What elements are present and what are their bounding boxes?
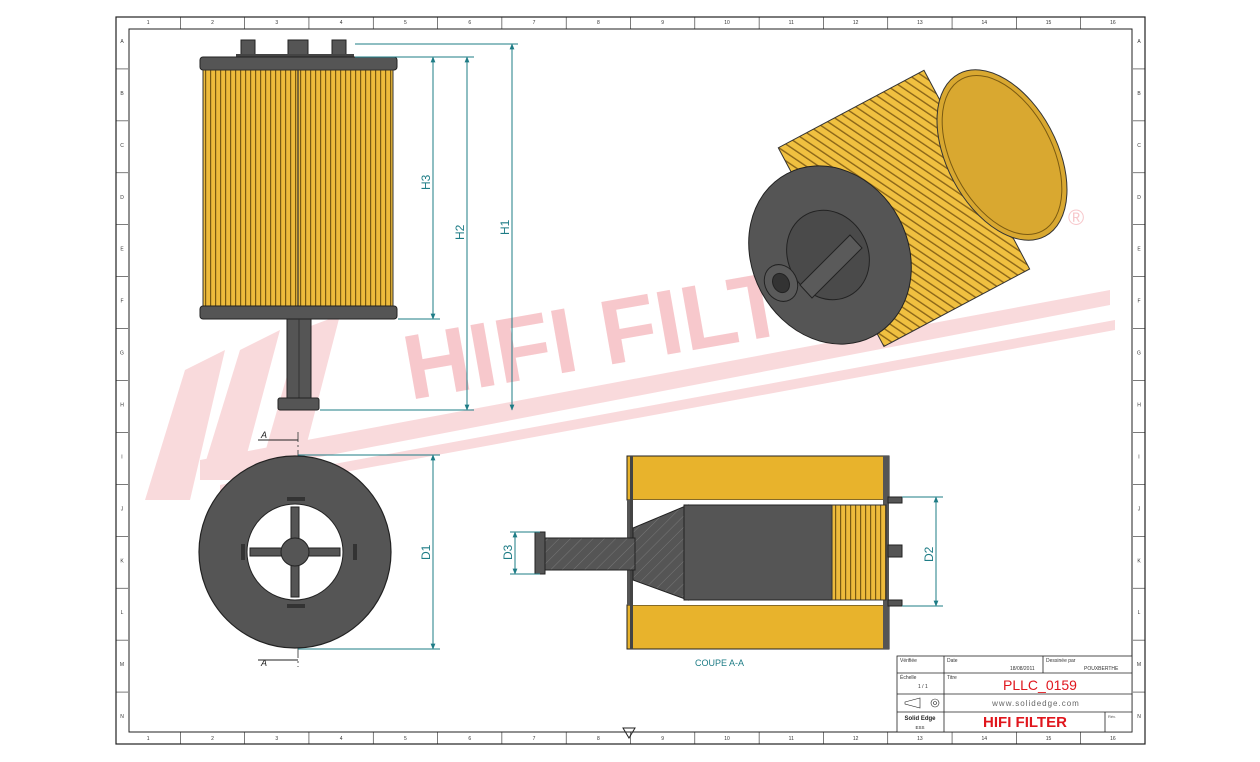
border-number-top: 6 xyxy=(468,20,471,26)
front-view xyxy=(199,39,398,411)
border-letter-right: M xyxy=(1137,662,1141,668)
border-letter-right: E xyxy=(1137,247,1141,253)
dim-d2-d3 xyxy=(510,496,943,607)
section-caption: COUPE A-A xyxy=(695,658,744,668)
tb-drawn-by-label: Dessinée par xyxy=(1046,658,1076,664)
border-letter-left: H xyxy=(120,402,124,408)
tb-revision-label: Rév. xyxy=(1108,714,1116,719)
border-letter-right: J xyxy=(1138,506,1141,512)
border-number-top: 13 xyxy=(917,20,923,26)
border-letter-left: N xyxy=(120,714,124,720)
border-letter-right: G xyxy=(1137,351,1141,357)
border-number-top: 2 xyxy=(211,20,214,26)
tb-software-sub: ESS xyxy=(915,725,924,730)
border-number-bottom: 9 xyxy=(661,736,664,742)
border-letter-left: C xyxy=(120,143,124,149)
border-zone-marks: 1122334455667788991010111112121313141415… xyxy=(116,17,1145,744)
border-number-top: 9 xyxy=(661,20,664,26)
border-number-top: 3 xyxy=(275,20,278,26)
section-marker-top: A xyxy=(260,430,267,440)
border-letter-left: J xyxy=(121,506,124,512)
border-number-bottom: 2 xyxy=(211,736,214,742)
section-view xyxy=(534,455,903,650)
dim-h1-label: H1 xyxy=(498,219,512,235)
border-letter-left: F xyxy=(120,299,123,305)
tb-website: www.solidedge.com xyxy=(991,699,1080,708)
front-view-dimensions xyxy=(320,43,518,411)
dim-d1-label: D1 xyxy=(419,544,433,560)
border-number-bottom: 4 xyxy=(340,736,343,742)
border-number-top: 7 xyxy=(533,20,536,26)
border-number-bottom: 8 xyxy=(597,736,600,742)
tb-company: HIFI FILTER xyxy=(983,714,1067,731)
tb-date-value: 18/08/2011 xyxy=(1010,666,1035,672)
border-letter-right: K xyxy=(1137,558,1141,564)
border-number-bottom: 12 xyxy=(853,736,859,742)
center-mark xyxy=(622,727,636,739)
tb-software: Solid Edge xyxy=(904,716,936,722)
border-number-top: 16 xyxy=(1110,20,1116,26)
border-number-top: 5 xyxy=(404,20,407,26)
border-number-bottom: 16 xyxy=(1110,736,1116,742)
border-number-bottom: 3 xyxy=(275,736,278,742)
border-number-top: 12 xyxy=(853,20,859,26)
dim-d3-label: D3 xyxy=(501,544,515,560)
border-number-top: 8 xyxy=(597,20,600,26)
border-letter-right: A xyxy=(1137,39,1141,45)
tb-title-label: Titre xyxy=(947,675,957,681)
border-number-top: 1 xyxy=(147,20,150,26)
border-letter-left: M xyxy=(120,662,124,668)
tb-scale-label: Échelle xyxy=(900,674,917,681)
border-number-bottom: 5 xyxy=(404,736,407,742)
tb-scale-value: 1 / 1 xyxy=(918,684,928,690)
border-letter-right: F xyxy=(1137,299,1140,305)
tb-author-value: POUXBERTHE xyxy=(1084,666,1119,672)
border-letter-right: N xyxy=(1137,714,1141,720)
title-block xyxy=(896,655,1133,733)
border-number-top: 15 xyxy=(1046,20,1052,26)
border-number-bottom: 13 xyxy=(917,736,923,742)
tb-verified-label: Vérifiée xyxy=(900,658,917,664)
border-letter-left: E xyxy=(120,247,124,253)
bottom-view xyxy=(198,432,392,667)
border-letter-right: D xyxy=(1137,195,1141,201)
border-number-bottom: 1 xyxy=(147,736,150,742)
tb-date-label: Date xyxy=(947,658,958,664)
dim-h2-label: H2 xyxy=(453,224,467,240)
border-letter-right: I xyxy=(1138,454,1139,460)
border-number-bottom: 10 xyxy=(724,736,730,742)
dim-d2-label: D2 xyxy=(922,546,936,562)
border-letter-left: A xyxy=(120,39,124,45)
border-number-top: 11 xyxy=(789,20,794,26)
border-number-top: 10 xyxy=(724,20,730,26)
border-letter-right: H xyxy=(1137,402,1141,408)
tb-part-number: PLLC_0159 xyxy=(1003,677,1077,693)
border-letter-left: K xyxy=(120,558,124,564)
section-marker-bottom: A xyxy=(260,658,267,668)
border-number-bottom: 14 xyxy=(981,736,987,742)
border-letter-left: I xyxy=(121,454,122,460)
projection-symbol-icon xyxy=(904,697,940,709)
watermark-registered: ® xyxy=(1068,205,1084,230)
border-number-top: 4 xyxy=(340,20,343,26)
border-letter-right: L xyxy=(1138,610,1141,616)
border-letter-left: L xyxy=(121,610,124,616)
isometric-view xyxy=(748,69,1068,348)
border-letter-right: B xyxy=(1137,91,1141,97)
border-letter-left: G xyxy=(120,351,124,357)
dim-d1 xyxy=(298,454,440,650)
border-number-bottom: 11 xyxy=(789,736,794,742)
border-number-bottom: 6 xyxy=(468,736,471,742)
border-letter-left: B xyxy=(120,91,124,97)
border-number-top: 14 xyxy=(981,20,987,26)
border-number-bottom: 7 xyxy=(533,736,536,742)
border-number-bottom: 15 xyxy=(1046,736,1052,742)
dim-h3-label: H3 xyxy=(419,174,433,190)
border-letter-right: C xyxy=(1137,143,1141,149)
border-letter-left: D xyxy=(120,195,124,201)
